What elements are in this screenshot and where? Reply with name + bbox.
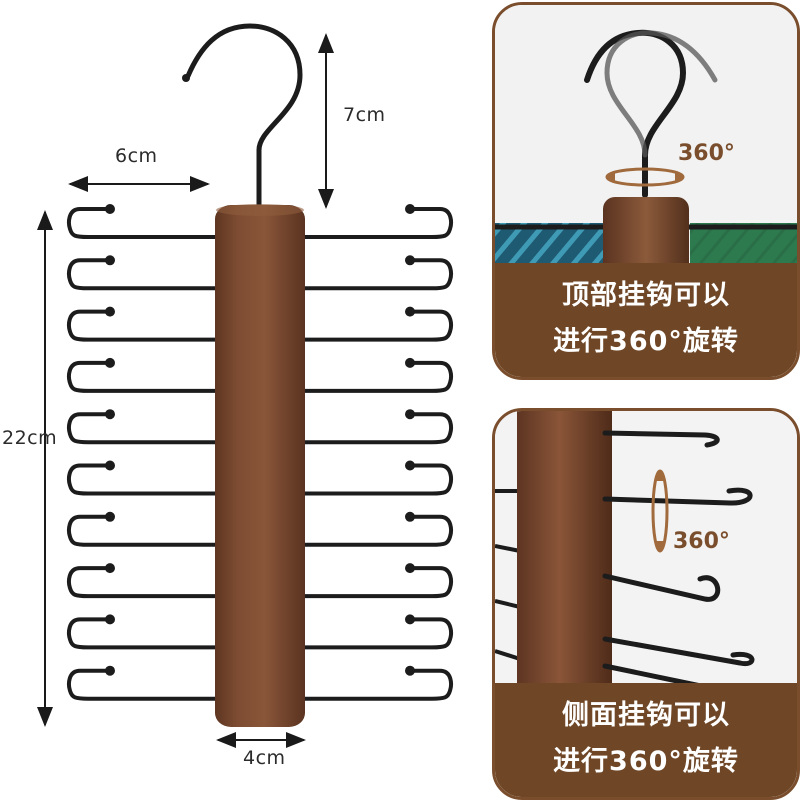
side-hook-left: [67, 566, 218, 599]
hook-tip: [405, 255, 415, 266]
hook-tip: [105, 409, 115, 420]
dim-label-hook-span: 6cm: [115, 145, 158, 167]
hook-tip: [105, 255, 115, 266]
caption-top: 顶部挂钩可以 进行360°旋转: [495, 263, 797, 377]
panel-top-hook-rotation: 360° 顶部挂钩可以 进行360°旋转: [492, 2, 800, 380]
side-hook-right: [302, 514, 453, 547]
hook-tip: [405, 665, 415, 676]
hook-tip: [105, 665, 115, 676]
side-hook-right: [302, 207, 453, 239]
rotation-label-top: 360°: [678, 141, 735, 166]
hook-tip: [405, 409, 415, 420]
hook-tip: [105, 460, 115, 471]
caption-bottom-line1: 侧面挂钩可以: [562, 700, 730, 731]
side-hook-left: [67, 412, 218, 445]
hook-tip: [405, 204, 415, 214]
hook-tip: [105, 357, 115, 368]
side-hook-left: [67, 207, 218, 239]
dim-label-body-width: 4cm: [243, 747, 286, 769]
caption-bottom: 侧面挂钩可以 进行360°旋转: [495, 683, 797, 797]
hook-tip: [405, 460, 415, 471]
side-hook-left: [67, 309, 218, 342]
side-hook-left: [67, 668, 218, 701]
wood-body: [215, 205, 305, 727]
hook-tip: [105, 306, 115, 317]
hook-tip: [405, 614, 415, 625]
side-hook-left: [67, 258, 218, 291]
hook-tip: [105, 614, 115, 625]
caption-top-line2: 进行360°旋转: [553, 326, 739, 357]
hook-tip: [405, 511, 415, 522]
side-hook-right: [302, 360, 453, 393]
side-hook-left: [67, 514, 218, 547]
hook-tip: [405, 357, 415, 368]
side-hook-left: [67, 617, 218, 650]
dim-label-total-height: 22cm: [2, 427, 58, 449]
hook-tip: [105, 563, 115, 574]
side-hook-left: [67, 360, 218, 393]
side-hook-right: [302, 258, 453, 291]
hook-tip: [105, 511, 115, 522]
wood-side: [517, 411, 612, 701]
side-hook-right: [302, 309, 453, 342]
side-hooks: [67, 204, 453, 701]
caption-bottom-line2: 进行360°旋转: [553, 746, 739, 777]
hook-tip: [405, 306, 415, 317]
side-hook-left: [67, 463, 218, 496]
hook-tip: [182, 74, 190, 82]
top-hook: [185, 23, 303, 209]
caption-top-line1: 顶部挂钩可以: [562, 280, 730, 311]
side-hook-right: [302, 617, 453, 650]
hook-tip: [405, 563, 415, 574]
side-hook-right: [302, 668, 453, 701]
panel-side-hook-rotation: 360° 侧面挂钩可以 进行360°旋转: [492, 408, 800, 800]
side-hook-right: [302, 412, 453, 445]
rotation-label-side: 360°: [673, 529, 730, 554]
side-hook-right: [302, 566, 453, 599]
dim-label-hook-height: 7cm: [343, 104, 386, 126]
hook-tip: [105, 204, 115, 214]
side-hook-right: [302, 463, 453, 496]
